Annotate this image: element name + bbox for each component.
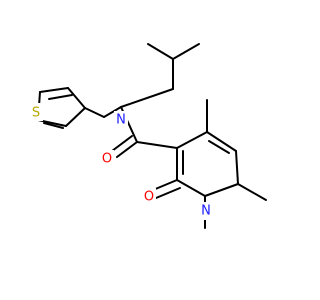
bond bbox=[111, 135, 133, 152]
atom-label-background bbox=[199, 202, 213, 220]
ring-nitrogen-atom: N bbox=[199, 202, 213, 220]
sulfur-atom: S bbox=[29, 103, 43, 121]
bond bbox=[48, 94, 73, 100]
bond bbox=[206, 131, 237, 152]
bond bbox=[120, 88, 174, 108]
bond bbox=[237, 183, 267, 201]
bond bbox=[116, 141, 138, 158]
ring-oxygen-atom-label: O bbox=[144, 190, 154, 205]
bond bbox=[176, 131, 208, 149]
bond bbox=[204, 183, 239, 197]
bond-layer bbox=[37, 43, 267, 229]
atom-label-background bbox=[114, 111, 128, 129]
ring-oxygen-atom: O bbox=[142, 188, 156, 206]
bond bbox=[208, 140, 230, 154]
bond bbox=[65, 107, 86, 127]
bond bbox=[147, 43, 174, 60]
amide-oxygen-atom-label: O bbox=[102, 152, 112, 167]
amide-nitrogen-atom-label: N bbox=[116, 113, 126, 128]
bond bbox=[176, 179, 206, 197]
bond bbox=[39, 87, 69, 93]
atom-label-background bbox=[142, 188, 156, 206]
ring-nitrogen-atom-label: N bbox=[201, 204, 211, 219]
atom-label-layer: S N O O N bbox=[29, 103, 213, 220]
chemical-structure-diagram: S N O O N bbox=[29, 43, 267, 229]
bond bbox=[84, 107, 105, 118]
bond bbox=[136, 141, 178, 149]
bond bbox=[103, 106, 122, 118]
amide-nitrogen-atom: N bbox=[114, 111, 128, 129]
bond bbox=[155, 187, 181, 199]
sulfur-atom-label: S bbox=[32, 106, 40, 121]
bond bbox=[43, 122, 64, 129]
bond bbox=[152, 179, 178, 191]
atom-label-background bbox=[100, 150, 114, 168]
atom-label-background bbox=[29, 103, 43, 121]
bond bbox=[172, 43, 200, 60]
bond bbox=[67, 87, 86, 109]
bond bbox=[235, 150, 239, 185]
amide-oxygen-atom: O bbox=[100, 150, 114, 168]
